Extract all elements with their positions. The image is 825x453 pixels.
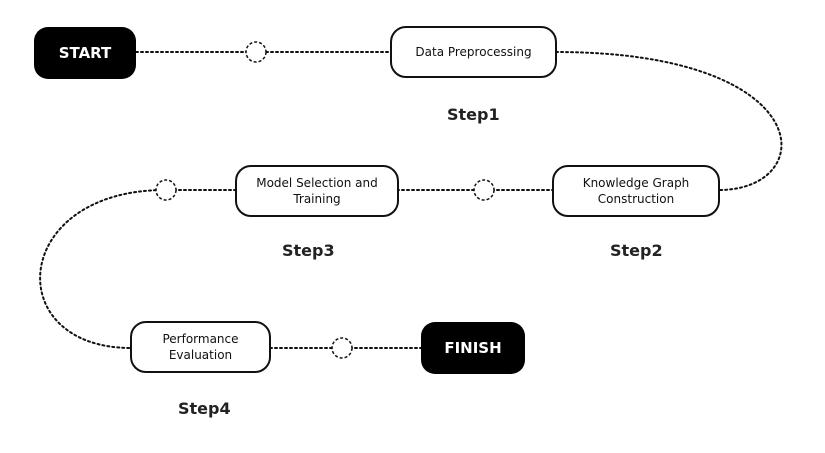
step1-label: Step1 bbox=[447, 105, 500, 124]
start-node: START bbox=[34, 27, 136, 79]
finish-node: FINISH bbox=[421, 322, 525, 374]
step3-label: Step3 bbox=[282, 241, 335, 260]
connector-step3-to-step4 bbox=[39, 189, 237, 349]
waypoint-circle-2 bbox=[473, 179, 495, 201]
waypoint-circle-4 bbox=[331, 337, 353, 359]
step2-box: Knowledge Graph Construction bbox=[552, 165, 720, 217]
waypoint-circle-1 bbox=[245, 41, 267, 63]
connector-step1-to-step2 bbox=[555, 51, 783, 191]
step4-label: Step4 bbox=[178, 399, 231, 418]
step4-box: Performance Evaluation bbox=[130, 321, 271, 373]
step1-box: Data Preprocessing bbox=[390, 26, 557, 78]
step3-box: Model Selection and Training bbox=[235, 165, 399, 217]
waypoint-circle-3 bbox=[155, 179, 177, 201]
step2-label: Step2 bbox=[610, 241, 663, 260]
